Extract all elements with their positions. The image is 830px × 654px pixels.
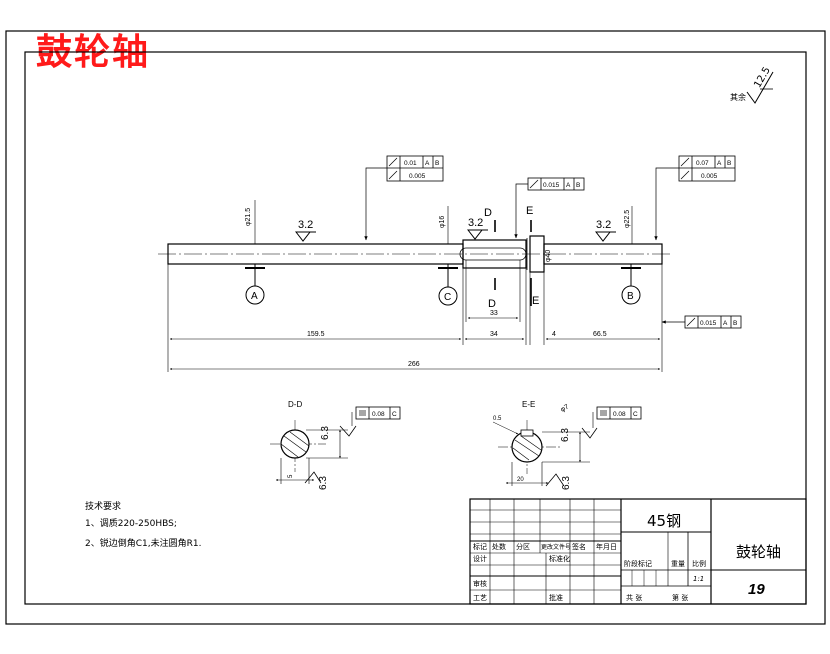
diameter-label-1: φ21.5 <box>245 208 252 226</box>
svg-text:设计: 设计 <box>473 554 487 563</box>
section-cut-d: D D <box>484 207 496 310</box>
part-name: 鼓轮轴 <box>736 543 781 561</box>
svg-text:工艺: 工艺 <box>473 594 487 602</box>
svg-text:B: B <box>727 160 731 167</box>
svg-text:0.015: 0.015 <box>700 320 717 327</box>
svg-text:标准化: 标准化 <box>549 554 570 563</box>
svg-text:B: B <box>576 182 580 189</box>
svg-text:E: E <box>532 295 539 307</box>
svg-text:比例: 比例 <box>692 559 706 568</box>
svg-text:E: E <box>526 205 533 217</box>
fcf-left: 0.01 A B 0.005 <box>364 155 444 241</box>
roughness-other-label: 其余 <box>730 92 746 102</box>
dim-right-length: 66.5 <box>593 331 607 338</box>
dimension-lines <box>167 260 663 372</box>
svg-text:φ7: φ7 <box>560 403 571 413</box>
section-cut-e: E E <box>526 205 539 307</box>
svg-text:0.08: 0.08 <box>613 411 626 418</box>
svg-text:更改文件号: 更改文件号 <box>541 543 571 551</box>
svg-text:D: D <box>488 298 496 310</box>
svg-text:0.5: 0.5 <box>493 416 502 422</box>
svg-text:处数: 处数 <box>492 542 506 551</box>
svg-text:0.015: 0.015 <box>543 182 560 189</box>
tech-notes-heading: 技术要求 <box>85 500 121 512</box>
svg-text:A: A <box>717 160 722 167</box>
svg-text:3.2: 3.2 <box>468 217 483 229</box>
svg-text:阶段标记: 阶段标记 <box>624 559 652 568</box>
svg-text:C: C <box>444 292 451 303</box>
svg-text:A: A <box>425 160 430 167</box>
roughness-other-symbol: 其余 12.5 <box>730 65 774 104</box>
datum-c: C <box>438 264 458 306</box>
svg-text:A: A <box>566 182 571 189</box>
diameter-label-4: φ40 <box>545 250 552 262</box>
diameter-label-2: φ16 <box>439 216 446 228</box>
section-view-ee: E-E 0.5 φ7 6.3 0.08 C 20 6.3 <box>492 400 642 490</box>
dim-left-length: 159.5 <box>307 331 325 338</box>
svg-text:3.2: 3.2 <box>596 219 611 231</box>
roughness-mark-1: 3.2 <box>294 219 316 242</box>
svg-text:0.005: 0.005 <box>409 173 426 180</box>
title-block-text: 标记 处数 分区 更改文件号 签名 年月日 设计 标准化 审核 工艺 批准 阶段… <box>473 512 781 602</box>
material-label: 45钢 <box>647 512 681 530</box>
svg-text:0.07: 0.07 <box>696 160 709 167</box>
tech-notes: 技术要求 1、调质220-250HBS; 2、锐边倒角C1,未注圆角R1. <box>85 500 201 549</box>
svg-text:A: A <box>723 320 728 327</box>
fcf-runout-right: 0.015 A B <box>661 315 742 329</box>
svg-text:6.3: 6.3 <box>560 428 571 442</box>
tech-notes-line-2: 2、锐边倒角C1,未注圆角R1. <box>85 537 201 549</box>
svg-text:A: A <box>251 291 258 302</box>
datum-a: A <box>245 264 265 305</box>
svg-text:0.005: 0.005 <box>701 173 718 180</box>
svg-text:3.2: 3.2 <box>298 219 313 231</box>
fcf-middle: 0.015 A B <box>514 177 585 239</box>
svg-text:6.3: 6.3 <box>561 476 572 490</box>
title-block <box>469 498 807 605</box>
outer-border <box>5 30 826 625</box>
svg-text:审核: 审核 <box>473 579 487 588</box>
drawing-number: 19 <box>748 581 765 598</box>
diameter-label-3: φ22.5 <box>624 210 631 228</box>
svg-text:D: D <box>484 207 492 219</box>
svg-text:B: B <box>733 320 737 327</box>
roughness-mark-2: 3.2 <box>466 217 488 240</box>
dim-mid-length: 34 <box>490 331 498 338</box>
tech-notes-line-1: 1、调质220-250HBS; <box>85 517 177 529</box>
svg-text:共 张: 共 张 <box>626 593 642 602</box>
svg-text:0.08: 0.08 <box>372 411 385 418</box>
svg-text:分区: 分区 <box>516 542 530 551</box>
svg-text:标记: 标记 <box>473 542 487 551</box>
dim-key-length: 33 <box>490 310 498 317</box>
svg-text:年月日: 年月日 <box>596 542 617 551</box>
svg-text:B: B <box>435 160 439 167</box>
svg-text:批准: 批准 <box>549 593 563 602</box>
svg-text:C: C <box>392 411 397 418</box>
svg-text:C: C <box>633 411 638 418</box>
svg-text:6.3: 6.3 <box>318 476 329 490</box>
svg-text:6.3: 6.3 <box>320 426 331 440</box>
svg-text:重量: 重量 <box>671 560 685 568</box>
section-view-dd: D-D 6.3 0.08 C 5 6.3 <box>270 400 401 490</box>
dim-total-length: 266 <box>408 361 420 368</box>
dim-gap: 4 <box>552 331 556 338</box>
svg-text:D-D: D-D <box>288 400 302 409</box>
datum-b: B <box>621 264 641 305</box>
svg-text:签名: 签名 <box>572 542 586 551</box>
svg-text:B: B <box>627 291 634 302</box>
roughness-mark-3: 3.2 <box>594 219 616 242</box>
svg-text:1:1: 1:1 <box>693 575 704 583</box>
fcf-right: 0.07 A B 0.005 <box>654 155 736 241</box>
svg-text:20: 20 <box>517 477 524 483</box>
inner-border <box>24 51 807 605</box>
svg-text:第 张: 第 张 <box>672 593 688 602</box>
svg-text:5: 5 <box>288 474 294 478</box>
svg-text:0.01: 0.01 <box>404 160 417 167</box>
svg-text:E-E: E-E <box>522 400 535 409</box>
